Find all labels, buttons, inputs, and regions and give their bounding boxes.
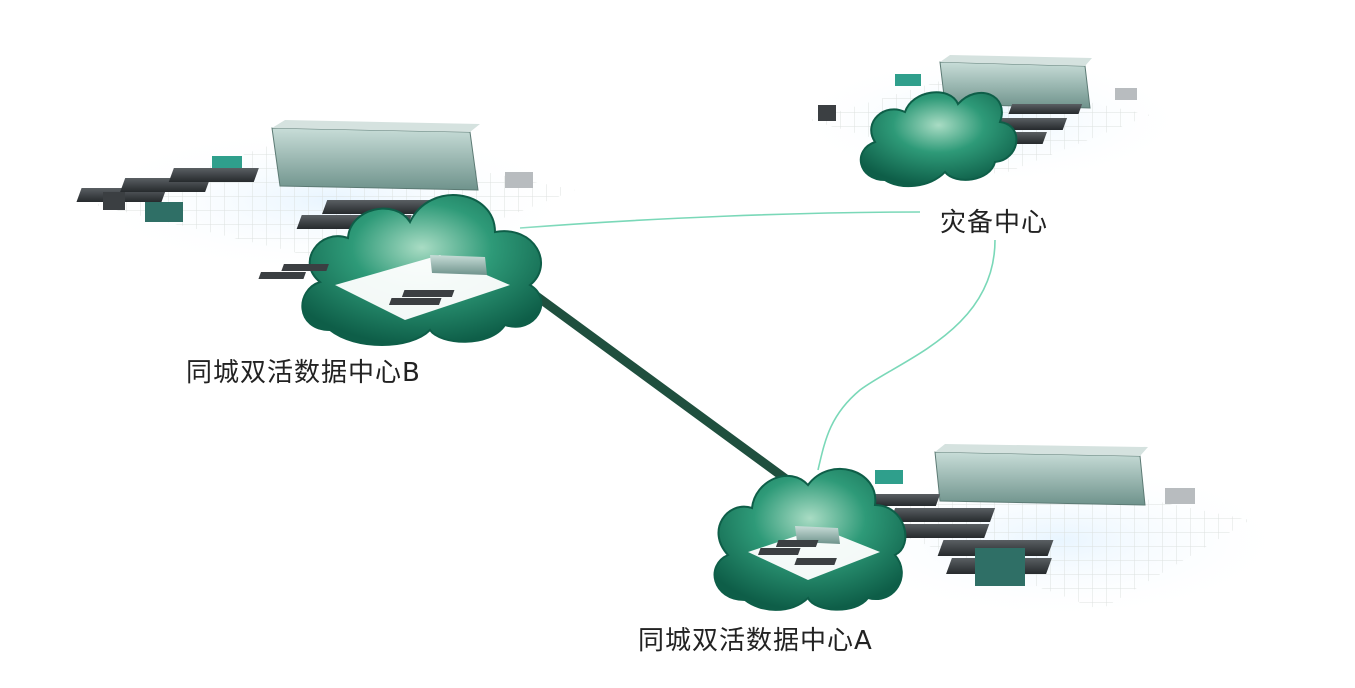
dr-building-roof: [940, 55, 1092, 66]
site-a-cloud-building: [795, 526, 840, 544]
site-b-cloud-rack: [388, 298, 442, 305]
site-b-cloud-building: [430, 255, 487, 275]
site-b-cloud-rack: [258, 272, 307, 279]
site-a-rack-row: [890, 508, 996, 522]
site-b-cloud-rack: [401, 290, 455, 297]
dr-unit: [895, 74, 921, 86]
link-b-to-a: [530, 290, 795, 487]
site-a-unit: [1165, 488, 1195, 504]
dr-unit: [1115, 88, 1137, 100]
site-b-datacenter: [76, 120, 580, 346]
site-b-building-roof: [272, 120, 480, 132]
site-b-cloud-rack: [281, 264, 329, 271]
site-a-datacenter: [713, 444, 1290, 620]
link-dr-to-a: [817, 239, 996, 471]
site-b-unit: [145, 202, 183, 222]
dr-unit: [818, 105, 836, 121]
site-a-cloud-rack: [757, 548, 801, 555]
site-a-label: 同城双活数据中心A: [638, 626, 873, 656]
site-a-cloud-rack: [794, 558, 837, 565]
site-a-cloud-rack: [775, 540, 819, 547]
site-b-unit: [505, 172, 533, 188]
site-a-building-roof: [935, 444, 1148, 456]
site-b-rack-row: [322, 200, 438, 214]
site-b-rack-row: [168, 168, 259, 182]
site-a-unit: [975, 548, 1025, 586]
site-b-unit: [212, 156, 242, 168]
dr-rack-row: [1008, 104, 1083, 114]
site-a-floor: [860, 470, 1250, 610]
link-b-to-dr: [519, 211, 921, 229]
dr-cloud: [859, 91, 1018, 188]
disaster-recovery-label: 灾备中心: [940, 208, 1049, 238]
site-b-unit: [103, 192, 125, 210]
disaster-recovery-datacenter: [790, 55, 1190, 188]
site-b-building: [271, 127, 479, 191]
site-b-label: 同城双活数据中心B: [186, 358, 421, 388]
site-a-rack-row: [855, 494, 941, 506]
site-a-building: [934, 451, 1146, 506]
site-a-unit: [875, 470, 903, 484]
